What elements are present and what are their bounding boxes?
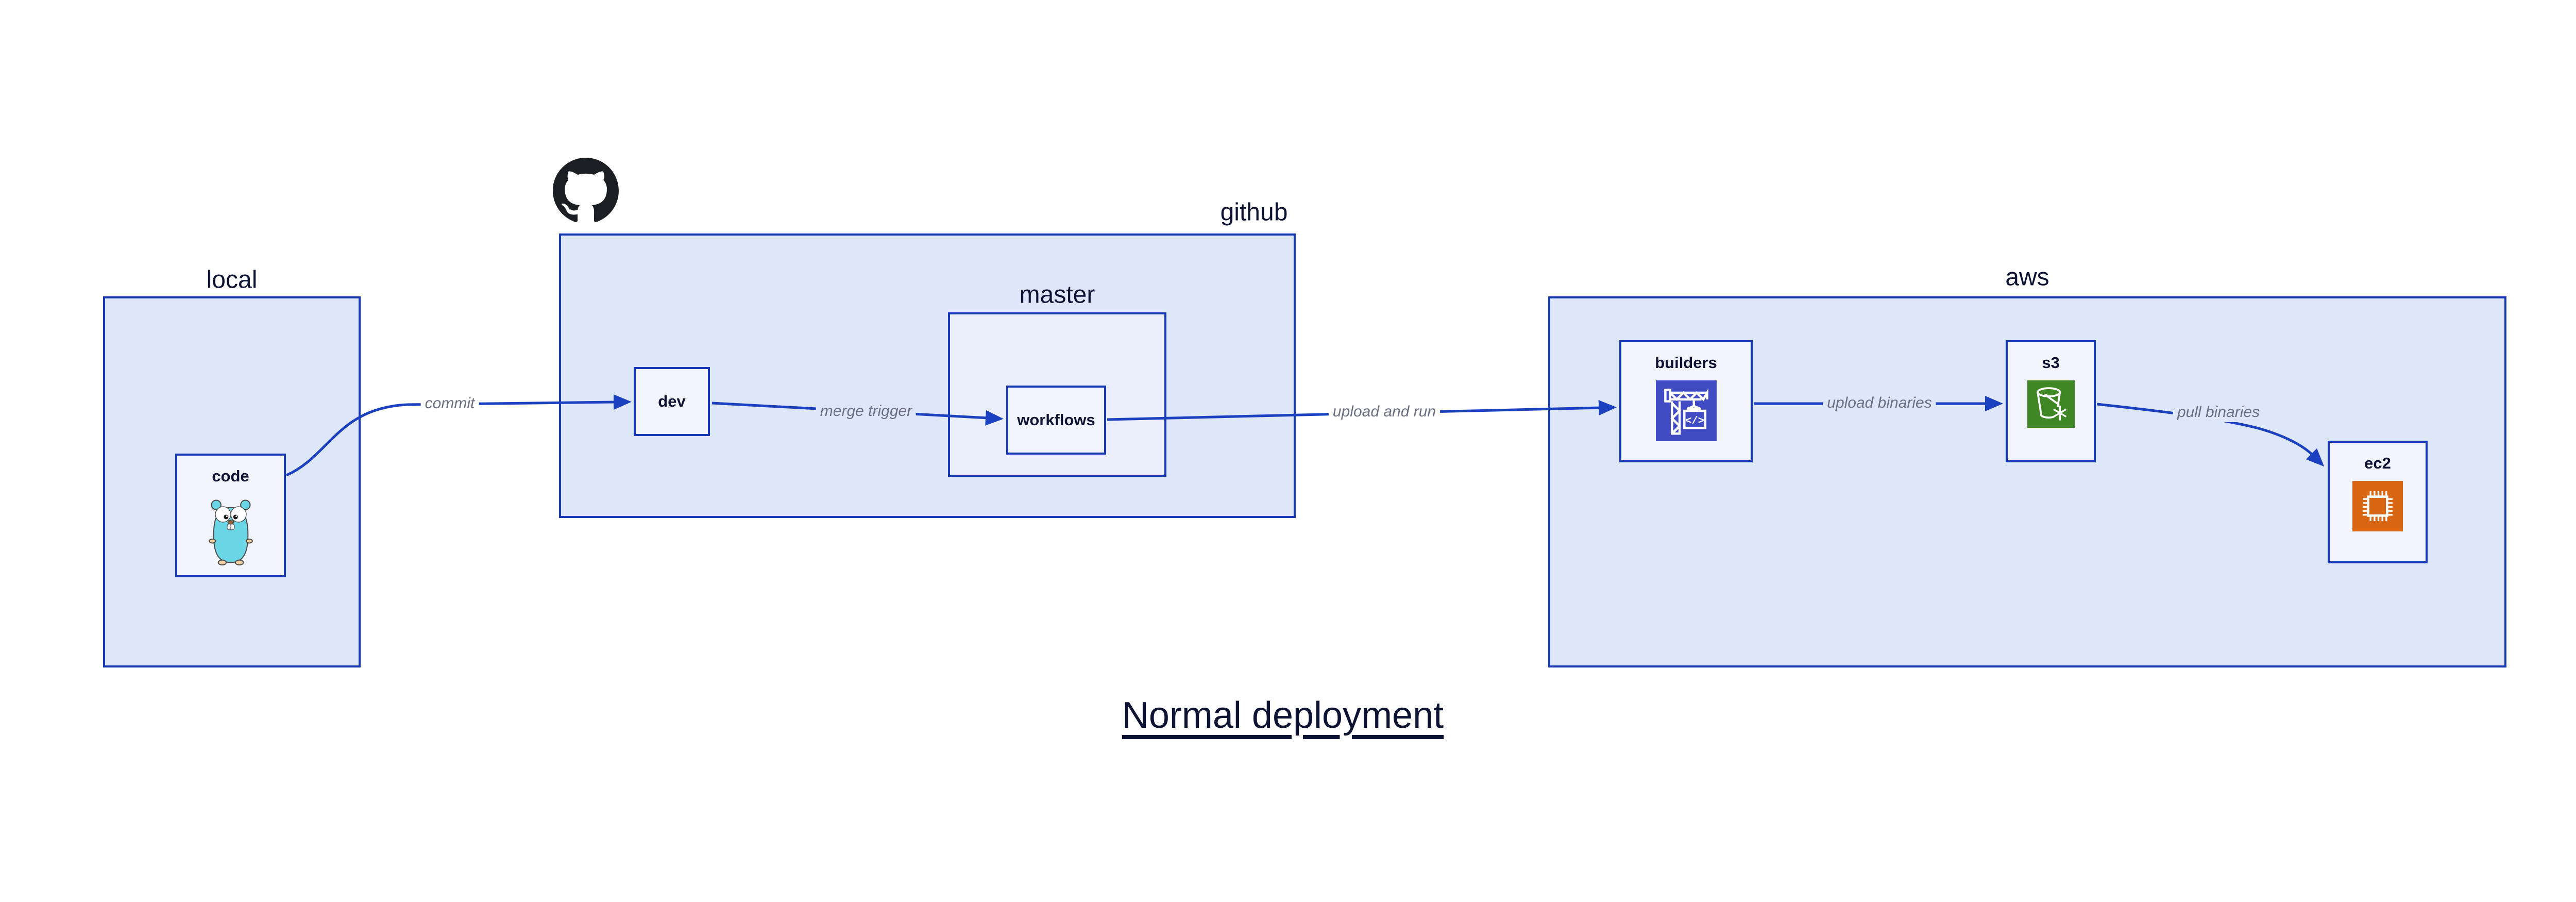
go-gopher-icon [208,499,253,565]
node-workflows: workflows [1006,386,1106,455]
container-github-label: github [1220,198,1288,226]
edge-label-upload-binaries: upload binaries [1823,393,1936,413]
node-workflows-label: workflows [1017,411,1095,429]
svg-text:</>: </> [1685,415,1704,427]
node-ec2-label: ec2 [2364,454,2391,472]
node-dev-label: dev [658,392,686,410]
node-code-label: code [212,467,249,485]
container-local-label: local [206,266,258,294]
container-aws-label: aws [2005,263,2049,291]
container-master-label: master [1019,281,1095,309]
node-code: code [175,454,286,577]
edge-label-pull-binaries: pull binaries [2173,403,2264,422]
edge-label-merge-trigger: merge trigger [816,402,917,421]
github-octocat-icon [553,158,619,222]
node-ec2: ec2 [2328,441,2428,563]
edge-label-upload-and-run: upload and run [1328,402,1440,422]
edge-pull-binaries [2096,403,2325,467]
aws-codebuild-icon: </> [1655,380,1717,441]
node-s3: s3 [2006,340,2096,462]
node-builders-label: builders [1655,354,1717,372]
node-s3-label: s3 [2042,354,2060,372]
node-dev: dev [634,367,710,436]
edge-label-commit: commit [420,394,479,413]
node-builders: builders </> [1619,340,1753,462]
aws-s3-glacier-bucket-icon [2027,380,2075,428]
aws-ec2-chip-icon [2352,481,2403,531]
diagram-title: Normal deployment [1122,695,1444,736]
edge-commit [285,394,632,477]
